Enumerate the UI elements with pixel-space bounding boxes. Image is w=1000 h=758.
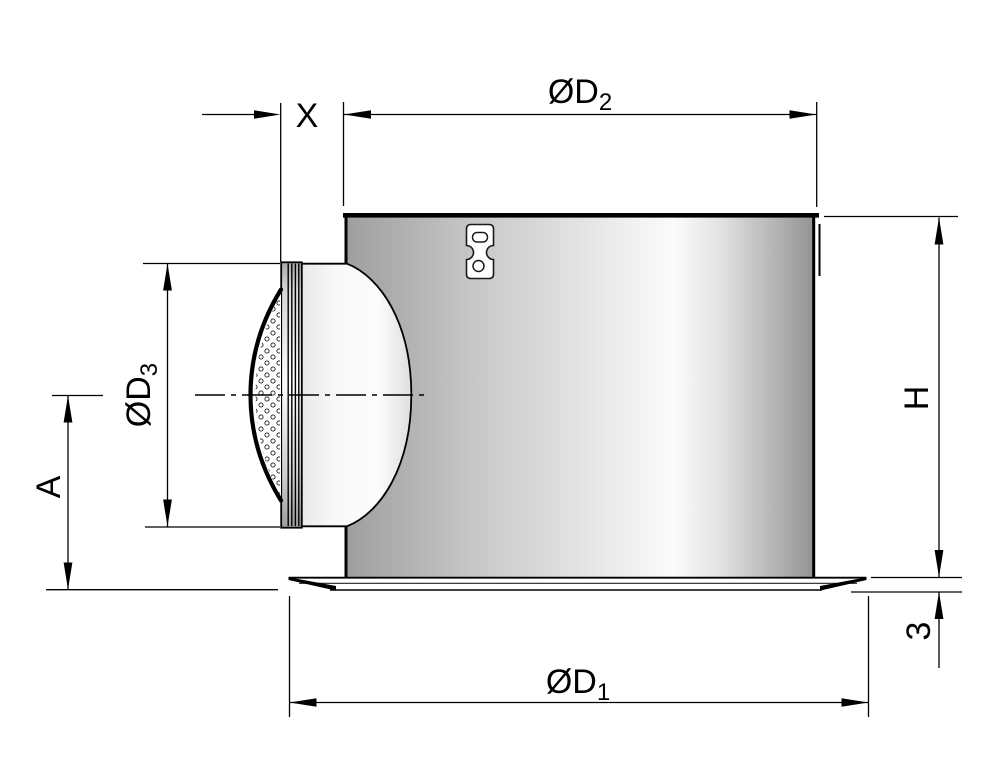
body-shell bbox=[345, 215, 815, 578]
dim-arrow bbox=[934, 217, 944, 245]
body-top-edge bbox=[343, 213, 819, 218]
dimension-a bbox=[46, 394, 278, 591]
bottom-flange bbox=[288, 576, 867, 591]
flange-right-tip bbox=[820, 577, 867, 591]
dim-arrow bbox=[841, 698, 869, 707]
dimension-d1 bbox=[288, 596, 870, 717]
dim-arrow bbox=[63, 562, 73, 590]
dim-arrow bbox=[289, 698, 317, 707]
dim-arrow bbox=[789, 110, 817, 119]
dimension-flange-thickness bbox=[851, 576, 962, 668]
dim-arrow bbox=[163, 263, 172, 291]
dim-arrow bbox=[254, 110, 281, 119]
plenum-body bbox=[343, 213, 821, 578]
dimension-d2 bbox=[344, 102, 818, 207]
dim-arrow bbox=[63, 395, 73, 423]
dim-arrow bbox=[344, 110, 371, 119]
dimension-h bbox=[824, 215, 958, 577]
dimension-x bbox=[202, 102, 345, 262]
dim-label-d1: ØD1 bbox=[546, 663, 610, 706]
dim-label-x: X bbox=[296, 97, 319, 135]
dim-arrow bbox=[163, 499, 172, 527]
dim-arrow bbox=[934, 550, 944, 577]
flange-left-tip bbox=[288, 577, 336, 591]
dimension-d3 bbox=[143, 262, 280, 528]
dim-label-flange-thickness: 3 bbox=[900, 622, 938, 641]
bracket-slot bbox=[471, 231, 489, 243]
flange-plate bbox=[288, 577, 867, 591]
dim-arrow bbox=[934, 592, 944, 619]
dim-label-h: H bbox=[898, 386, 936, 411]
dim-label-d3: ØD3 bbox=[120, 363, 163, 427]
bracket-hole bbox=[472, 259, 485, 273]
dim-label-d2: ØD2 bbox=[548, 73, 612, 116]
dim-label-a: A bbox=[30, 475, 68, 498]
mounting-bracket bbox=[465, 223, 495, 280]
